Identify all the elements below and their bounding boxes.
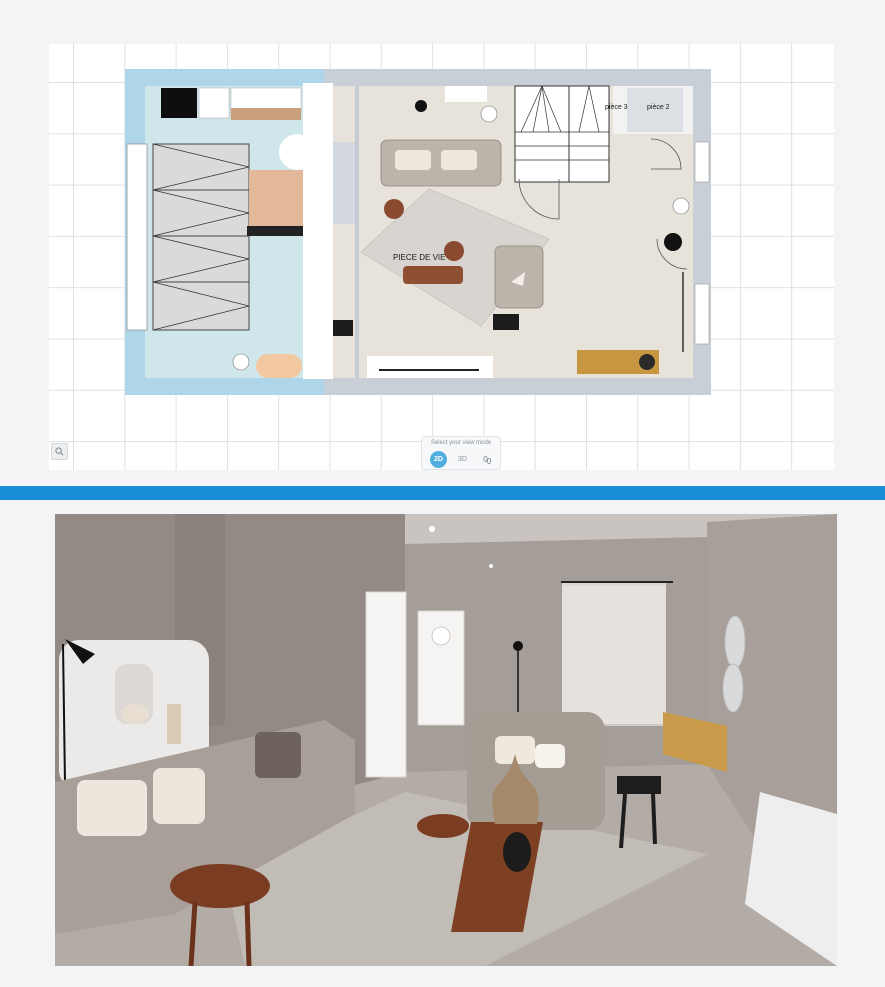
countertop — [231, 108, 301, 120]
cushion — [153, 768, 205, 824]
cushion — [255, 732, 301, 778]
zoom-button[interactable] — [51, 443, 68, 460]
floor-plan[interactable] — [49, 44, 834, 470]
cushion — [495, 736, 535, 764]
cushion — [511, 272, 525, 286]
bar-stools — [247, 226, 303, 236]
cushion — [441, 150, 477, 170]
fridge — [161, 88, 197, 118]
cushion — [395, 150, 431, 170]
floor-lamp — [664, 233, 682, 251]
room-label-living[interactable]: PIECE DE VIE — [393, 253, 446, 262]
floor-lamp — [415, 100, 427, 112]
view-mode-selector: Select your view mode 2D 3D — [421, 436, 501, 470]
plan-canvas[interactable]: PIECE DE VIE pièce 3 pièce 2 — [49, 44, 834, 470]
window — [694, 141, 710, 183]
view-walk-button[interactable] — [478, 451, 495, 468]
window — [694, 283, 710, 345]
curtain — [562, 586, 666, 726]
vase — [503, 832, 531, 872]
door-arc — [650, 138, 682, 170]
view-mode-caption: Select your view mode — [430, 440, 492, 446]
stool — [617, 776, 661, 794]
side-table — [444, 241, 464, 261]
window — [445, 86, 487, 102]
mirror — [722, 663, 744, 713]
round-table — [279, 134, 315, 170]
coffee-table — [403, 266, 463, 284]
room-label-piece-3[interactable]: pièce 3 — [605, 104, 628, 111]
white-cabinet — [745, 792, 837, 966]
zoom-icon — [55, 447, 64, 456]
kitchen-island — [249, 170, 303, 226]
section-divider — [0, 486, 885, 500]
stool — [493, 314, 519, 330]
room-label-piece-2[interactable]: pièce 2 — [647, 104, 670, 111]
render-3d-view — [55, 514, 837, 966]
side-table — [384, 199, 404, 219]
floor-lamp — [513, 641, 523, 651]
partition-wall — [303, 83, 333, 379]
view-3d-button[interactable]: 3D — [458, 456, 467, 463]
side-table — [417, 814, 469, 838]
walk-icon — [482, 455, 491, 464]
door-arc — [656, 238, 688, 270]
tv-console — [367, 356, 493, 378]
stool — [639, 354, 655, 370]
plant — [672, 197, 690, 215]
render-image — [55, 514, 837, 966]
plant — [480, 105, 498, 123]
door-arc — [518, 178, 560, 220]
mirror — [724, 615, 746, 669]
door — [365, 591, 407, 778]
dried-plant — [492, 754, 539, 824]
cushion — [77, 780, 147, 836]
view-2d-button[interactable]: 2D — [430, 451, 447, 468]
side-table — [170, 864, 270, 908]
staircase-icon — [514, 85, 610, 183]
plant — [232, 353, 250, 371]
desk — [663, 712, 727, 772]
wall-niche — [333, 142, 357, 224]
kitchen-units — [126, 143, 250, 331]
cushion — [535, 744, 565, 768]
bench — [256, 354, 302, 378]
vase — [121, 704, 149, 724]
cabinet — [198, 87, 230, 119]
piece-2-tiles — [627, 88, 683, 132]
inner-wall — [355, 86, 359, 378]
wall-lamp — [65, 639, 95, 664]
stool — [333, 320, 353, 336]
